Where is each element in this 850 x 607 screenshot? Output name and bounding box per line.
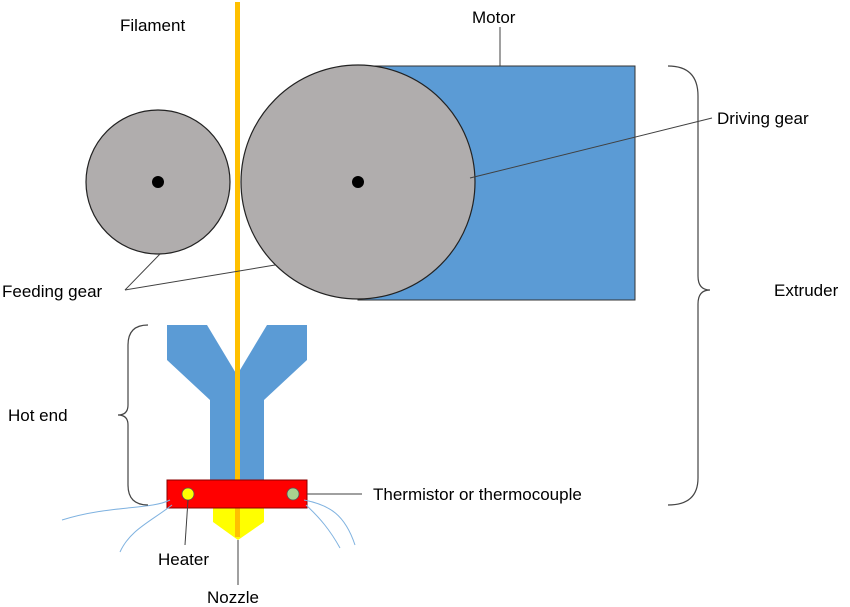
extruder-label: Extruder (774, 281, 839, 300)
heater-label: Heater (158, 550, 209, 569)
leader-lines (124, 27, 713, 585)
bracket-lines (117, 65, 711, 506)
filament-strand (235, 2, 240, 537)
feeding-gear-axle (152, 176, 164, 188)
hot-end-label: Hot end (8, 406, 68, 425)
hot-end-bracket (117, 324, 149, 506)
driving-gear-axle (352, 176, 364, 188)
heater-element (181, 487, 195, 501)
nozzle-label: Nozzle (207, 588, 259, 607)
feeding-gear-label: Feeding gear (2, 282, 103, 301)
extruder-bracket (667, 65, 711, 506)
thermistor-label: Thermistor or thermocouple (373, 485, 582, 504)
motor-label: Motor (472, 8, 516, 27)
thermistor-element (286, 487, 300, 501)
driving-gear-label: Driving gear (717, 109, 809, 128)
heat-wires (61, 499, 356, 553)
filament-label: Filament (120, 16, 185, 35)
